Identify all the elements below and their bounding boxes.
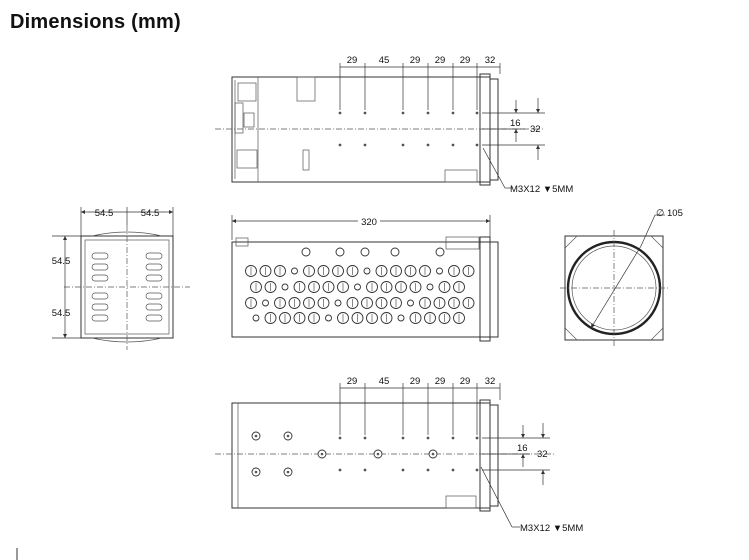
top-spacing-label: 29 bbox=[347, 55, 358, 66]
vent-hole bbox=[281, 283, 289, 291]
front-half-width-right: 54.5 bbox=[141, 208, 160, 219]
vent-hole bbox=[262, 299, 269, 307]
bottom-spacing-label: 45 bbox=[379, 376, 390, 387]
bottom-spacing-label: 29 bbox=[460, 376, 471, 387]
bottom-thread-note: M3X12 ▼5MM bbox=[520, 523, 583, 534]
top-view-height-dimensions: 16 32 bbox=[482, 98, 545, 160]
side-view-vent-holes bbox=[245, 247, 475, 324]
side-view: 320 bbox=[231, 215, 499, 342]
bottom-view: 29 45 29 29 29 32 16 32 M3X12 ▼5MM bbox=[215, 376, 583, 534]
front-half-height-top: 54.5 bbox=[52, 256, 71, 267]
vent-hole bbox=[397, 314, 405, 322]
top-spacing-label: 32 bbox=[485, 55, 496, 66]
vent-hole bbox=[407, 299, 414, 307]
top-spacing-label: 29 bbox=[410, 55, 421, 66]
vent-hole bbox=[426, 283, 434, 291]
vent-hole bbox=[334, 299, 342, 307]
top-thread-leader bbox=[482, 147, 506, 189]
vent-hole bbox=[301, 247, 311, 257]
top-view-body bbox=[231, 76, 491, 183]
vent-hole bbox=[363, 267, 371, 275]
vent-hole bbox=[354, 283, 361, 291]
vent-hole bbox=[252, 314, 260, 322]
vent-hole bbox=[335, 247, 345, 257]
vent-hole bbox=[390, 247, 400, 257]
bottom-spacing-label: 32 bbox=[485, 376, 496, 387]
front-view: 54.5 54.5 54.5 54.5 bbox=[52, 207, 190, 350]
bottom-spacing-label: 29 bbox=[347, 376, 358, 387]
vent-hole bbox=[360, 247, 370, 257]
top-view: 29 45 29 29 29 32 16 32 M3X12 ▼5MM bbox=[215, 55, 573, 195]
front-half-width-left: 54.5 bbox=[95, 208, 114, 219]
top-thread-note: M3X12 ▼5MM bbox=[510, 184, 573, 195]
lens-diameter-symbol: ∅ bbox=[656, 208, 664, 219]
bottom-thread-leader bbox=[480, 466, 513, 528]
bottom-height-outer: 32 bbox=[537, 449, 548, 460]
top-spacing-label: 29 bbox=[435, 55, 446, 66]
bottom-height-inner: 16 bbox=[517, 443, 528, 454]
top-spacing-label: 45 bbox=[379, 55, 390, 66]
bottom-spacing-label: 29 bbox=[410, 376, 421, 387]
vent-hole bbox=[435, 247, 445, 257]
top-spacing-label: 29 bbox=[460, 55, 471, 66]
side-length-label: 320 bbox=[361, 217, 377, 228]
top-view-holes bbox=[338, 111, 479, 147]
bottom-view-height-dimensions: 16 32 bbox=[482, 423, 550, 485]
lens-view: ∅ 105 bbox=[560, 208, 683, 346]
lens-diameter-label: 105 bbox=[667, 208, 683, 219]
top-height-inner: 16 bbox=[510, 118, 521, 129]
vent-hole bbox=[325, 314, 332, 322]
vent-hole bbox=[436, 267, 443, 275]
top-view-lens-flange bbox=[479, 73, 491, 186]
front-half-height-bottom: 54.5 bbox=[52, 308, 71, 319]
bottom-view-body bbox=[231, 402, 491, 509]
bottom-view-spacing-dimensions: 29 45 29 29 29 32 bbox=[339, 376, 501, 435]
front-view-slots bbox=[91, 252, 163, 322]
top-height-outer: 32 bbox=[530, 124, 541, 135]
bottom-view-mount-holes bbox=[251, 431, 479, 477]
top-view-spacing-dimensions: 29 45 29 29 29 32 bbox=[339, 55, 501, 110]
bottom-spacing-label: 29 bbox=[435, 376, 446, 387]
page-title: Dimensions (mm) bbox=[10, 11, 181, 33]
vent-hole bbox=[291, 267, 298, 275]
